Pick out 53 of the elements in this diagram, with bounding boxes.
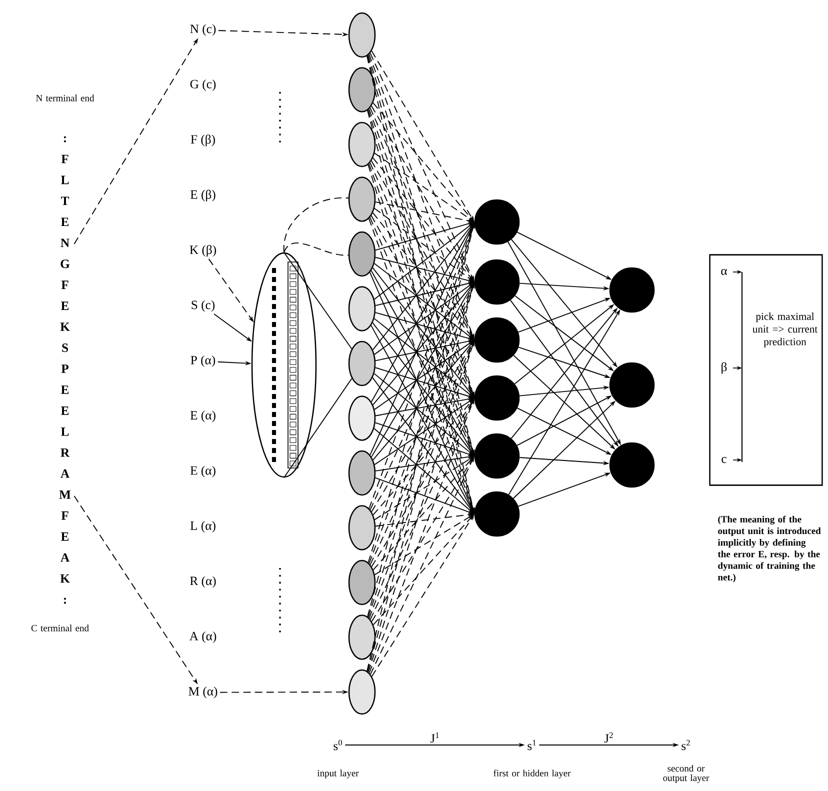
hidden-unit [474,491,520,537]
edge-label: J$^{1}$ [429,731,441,744]
end-label: N terminal end [36,94,94,102]
layer-symbol: s$^{1}$ [528,740,536,750]
input-unit [348,450,376,496]
decision-box: α β c pick maximal unit => current prediction [709,254,823,486]
note-text: (The meaning of the output unit is introduced implicitly by defining the error E, resp. by the dynamic of training the net.) [718,516,821,582]
window-label: A (α) [189,631,216,643]
connection-line [284,378,352,478]
window-label: R (α) [190,576,216,588]
input-unit [348,669,376,715]
output-unit [609,362,655,408]
hidden-unit [474,199,520,245]
input-unit [348,396,376,441]
end-label: C terminal end [31,624,89,632]
window-label: L (α) [190,521,216,533]
output-unit [609,442,655,488]
window-label: P (α) [190,355,216,367]
input-unit [348,12,376,58]
output-unit [609,267,655,313]
layer-symbol: s$^{2}$ [682,740,690,750]
window-label: G (c) [190,79,216,91]
window-label: E (β) [190,190,216,202]
input-unit [348,286,376,332]
input-unit [348,176,376,222]
layer-label: second or output layer [663,764,710,784]
window-label: S (c) [192,300,215,312]
input-unit [348,505,376,550]
window-label: E (α) [190,466,216,478]
input-unit [348,67,376,112]
connection-line [284,242,349,256]
input-unit [348,231,376,277]
layer-label: first or hidden layer [494,770,571,778]
window-label: F (β) [190,134,215,146]
window-label: K (β) [190,245,216,257]
hidden-unit [474,433,520,479]
layer-symbol: s$^{0}$ [334,740,342,750]
input-unit [348,614,376,660]
window-label: N (c) [190,24,216,36]
magnified-unit [251,252,317,478]
input-unit [348,122,376,168]
connection-line [284,252,352,350]
input-unit [348,340,376,386]
hidden-unit [474,317,520,363]
layer-label: input layer [317,770,359,778]
input-unit [348,560,376,606]
connection-line [284,197,349,253]
window-label: M (α) [188,686,218,698]
window-label: E (α) [190,410,216,422]
sequence-column: : F L T E N G F E K S P E E L R A M F E A K : [59,136,71,604]
edge-label: J$^{2}$ [603,731,615,744]
hidden-unit [474,259,520,305]
hidden-unit [474,375,520,421]
